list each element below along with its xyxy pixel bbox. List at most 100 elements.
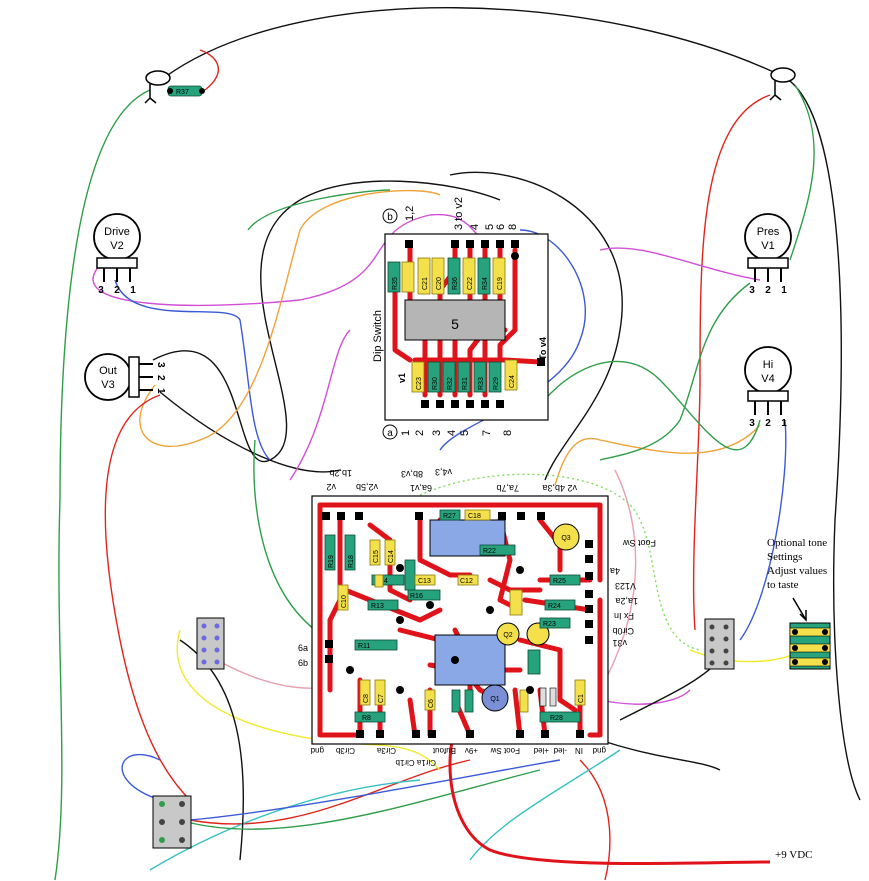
svg-text:3: 3 <box>749 418 755 429</box>
board-top-label: 6a,v1 <box>410 483 432 493</box>
board-bottom-label: Cir3b <box>335 746 355 755</box>
board-top-label: 8b,v3 <box>401 469 423 479</box>
dip-bottom-label: 5 <box>459 430 471 436</box>
svg-text:3: 3 <box>98 285 104 296</box>
dip-bottom-label: 3 <box>431 430 443 436</box>
svg-text:C8: C8 <box>363 694 370 703</box>
switch-block-right <box>704 618 735 670</box>
svg-text:C18: C18 <box>468 513 481 520</box>
board-bottom-label: gnd <box>593 746 606 755</box>
hi-pot: Hi V4 3 2 1 <box>744 346 792 429</box>
svg-text:R11: R11 <box>358 643 370 650</box>
q-label: Q3 <box>561 535 570 542</box>
svg-text:V1: V1 <box>761 240 774 252</box>
board-top-label: v2,5b <box>356 482 378 492</box>
board-bottom-label: IN <box>575 746 583 755</box>
svg-text:V4: V4 <box>761 373 774 385</box>
board-bottom-label: Cir1a Cir1b <box>395 758 436 767</box>
r37-resistor: R37 <box>144 70 205 104</box>
svg-text:C24: C24 <box>509 375 516 388</box>
board-left-label: 6a <box>298 643 308 653</box>
svg-text:C14: C14 <box>388 550 395 563</box>
svg-text:C6: C6 <box>428 699 435 708</box>
svg-text:3: 3 <box>155 362 166 368</box>
tone-note-line: Adjust values <box>767 565 827 577</box>
dip-top-label: 4 <box>469 224 481 230</box>
svg-text:C22: C22 <box>467 277 474 290</box>
svg-text:R29: R29 <box>493 377 500 390</box>
dip-bottom-label: 8 <box>502 430 514 436</box>
board-top-label: v2 4b,3a <box>542 483 577 493</box>
svg-text:R19: R19 <box>328 555 335 568</box>
svg-text:R13: R13 <box>371 603 384 610</box>
svg-text:C1: C1 <box>578 694 585 703</box>
b-marker: b <box>387 212 393 223</box>
tone-note-line: to taste <box>767 579 799 591</box>
svg-text:R18: R18 <box>348 555 355 568</box>
supply-wire <box>448 711 771 866</box>
svg-text:R33: R33 <box>478 377 485 390</box>
svg-text:R35: R35 <box>392 277 399 290</box>
board-top-label: 7a,7b <box>496 483 519 493</box>
svg-text:C7: C7 <box>378 694 385 703</box>
svg-text:Pres: Pres <box>757 226 780 238</box>
supply-label: +9 VDC <box>775 849 812 861</box>
svg-text:1: 1 <box>155 388 166 394</box>
drive-pot: Drive V2 3 2 1 <box>93 213 141 296</box>
dip-switch-board: 5 R35 R36 R34 R30 R32 R31 R33 R29 C21 C2… <box>372 197 549 440</box>
board-bottom-label: Cir3a <box>376 746 396 755</box>
svg-text:R30: R30 <box>432 377 439 390</box>
pres-pot-lug <box>769 67 796 101</box>
dip-top-label: 1,2 <box>404 206 416 221</box>
board-bottom-label: +led <box>534 746 549 755</box>
svg-text:2: 2 <box>114 285 120 296</box>
svg-text:V3: V3 <box>101 379 114 391</box>
svg-text:C20: C20 <box>436 277 443 290</box>
board-bottom-label: Foot Sw <box>490 746 520 755</box>
board-left-label: 6b <box>298 658 308 668</box>
board-bottom-label: gnd <box>311 746 324 755</box>
out-pot: Out V3 3 2 1 <box>84 353 166 401</box>
svg-text:R24: R24 <box>548 603 561 610</box>
board-pads <box>322 512 593 738</box>
board-top-label: 1b,2b <box>329 468 352 478</box>
board-right-label: 1a,2a <box>615 596 638 606</box>
dip-top-label: 8 <box>507 224 519 230</box>
svg-text:R8: R8 <box>362 715 371 722</box>
dip-top-label: 3 to v2 <box>453 197 465 230</box>
to-v4-label: To v4 <box>538 337 548 360</box>
svg-text:R22: R22 <box>483 548 496 555</box>
dip-top-label: 5 <box>484 224 496 230</box>
dip-top-label: 6 <box>495 224 507 230</box>
pres-pot: Pres V1 3 2 1 <box>744 213 792 296</box>
svg-text:R27: R27 <box>443 513 456 520</box>
board-top-label: v4,3 <box>435 467 452 477</box>
svg-text:Hi: Hi <box>763 359 773 371</box>
svg-text:1: 1 <box>781 418 787 429</box>
svg-text:2: 2 <box>765 418 771 429</box>
svg-text:R34: R34 <box>482 277 489 290</box>
board-right-label: 4a <box>610 566 620 576</box>
svg-text:Out: Out <box>99 365 117 377</box>
svg-text:R25: R25 <box>553 578 566 585</box>
svg-text:Drive: Drive <box>104 226 130 238</box>
tone-note-line: Settings <box>767 551 802 563</box>
svg-text:1: 1 <box>130 285 136 296</box>
board-right-label: v31 <box>612 638 627 648</box>
svg-text:C13: C13 <box>418 578 431 585</box>
dip-title: Dip Switch <box>372 310 384 362</box>
svg-text:C23: C23 <box>416 377 423 390</box>
dip-bottom-label: 7 <box>481 430 493 436</box>
board-right-label: Foot Sw <box>622 538 656 548</box>
dip-bottom-label: 2 <box>414 430 426 436</box>
v1-label: v1 <box>397 373 407 383</box>
offboard-wires <box>54 7 861 881</box>
jack-block-bottom <box>152 795 192 849</box>
a-marker: a <box>387 428 393 439</box>
q-label: Q2 <box>503 632 512 639</box>
svg-text:C21: C21 <box>422 277 429 290</box>
svg-text:R16: R16 <box>410 593 423 600</box>
svg-text:R36: R36 <box>452 277 459 290</box>
board-bottom-label: Bufout <box>432 746 456 755</box>
